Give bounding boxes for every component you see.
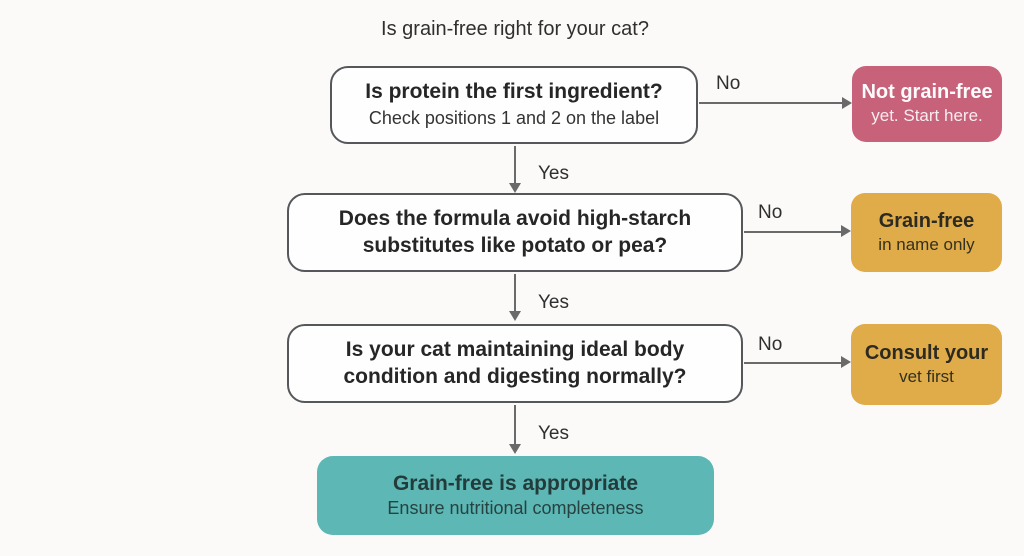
outcome-node-not-grain-free: Not grain-free yet. Start here. xyxy=(852,66,1002,142)
edge-line-no-2 xyxy=(744,231,843,233)
question-node-first-ingredient: Is protein the first ingredient? Check p… xyxy=(330,66,698,144)
question-text: substitutes like potato or pea? xyxy=(362,233,668,257)
edge-label-yes-1: Yes xyxy=(538,163,569,184)
outcome-subtext: yet. Start here. xyxy=(871,106,983,126)
outcome-text: Consult your xyxy=(864,341,989,364)
arrow-down-icon xyxy=(509,444,521,454)
outcome-text: Grain-free is appropriate xyxy=(392,471,639,495)
edge-line-yes-2 xyxy=(514,274,516,312)
arrow-right-icon xyxy=(841,356,851,368)
outcome-subtext: vet first xyxy=(899,366,954,386)
edge-label-no-3: No xyxy=(758,334,783,355)
question-node-high-starch: Does the formula avoid high-starch subst… xyxy=(287,193,743,272)
arrow-down-icon xyxy=(509,183,521,193)
question-subtext: Check positions 1 and 2 on the label xyxy=(368,108,660,129)
arrow-right-icon xyxy=(842,97,852,109)
outcome-subtext: in name only xyxy=(878,234,975,254)
edge-label-no-2: No xyxy=(758,202,783,223)
flowchart-title: Is grain-free right for your cat? xyxy=(381,18,649,40)
outcome-text: Not grain-free xyxy=(861,81,993,104)
edge-label-yes-2: Yes xyxy=(538,292,569,313)
outcome-node-consult-vet: Consult your vet first xyxy=(851,324,1002,405)
question-text: Is protein the first ingredient? xyxy=(365,80,663,104)
edge-line-yes-3 xyxy=(514,405,516,445)
outcome-subtext: Ensure nutritional completeness xyxy=(387,497,644,518)
edge-line-no-3 xyxy=(744,362,843,364)
edge-label-yes-3: Yes xyxy=(538,423,569,444)
arrow-down-icon xyxy=(509,311,521,321)
edge-line-no-1 xyxy=(699,102,844,104)
question-text: Does the formula avoid high-starch xyxy=(338,207,692,231)
outcome-node-appropriate: Grain-free is appropriate Ensure nutriti… xyxy=(317,456,714,535)
edge-label-no-1: No xyxy=(716,73,741,94)
arrow-right-icon xyxy=(841,225,851,237)
question-node-body-condition: Is your cat maintaining ideal body condi… xyxy=(287,324,743,403)
outcome-node-name-only: Grain-free in name only xyxy=(851,193,1002,272)
edge-line-yes-1 xyxy=(514,146,516,184)
outcome-text: Grain-free xyxy=(878,209,975,232)
question-text: Is your cat maintaining ideal body xyxy=(345,338,685,362)
question-text: condition and digesting normally? xyxy=(343,364,687,388)
